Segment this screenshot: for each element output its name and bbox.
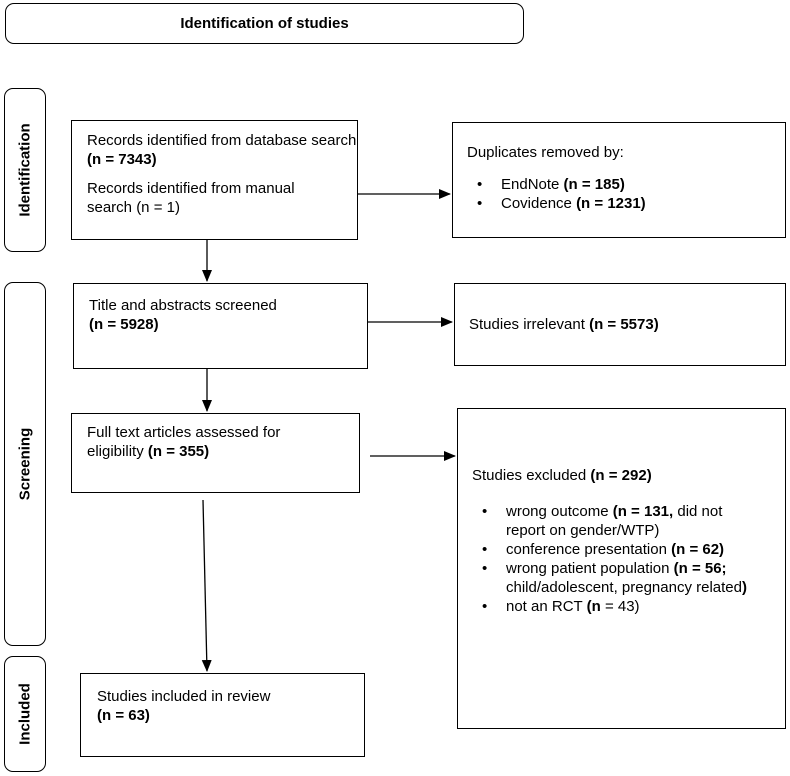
list-item: wrong patient population (n = 56; child/…: [472, 559, 765, 597]
included-count: (n = 63): [97, 707, 150, 724]
irrelevant-count: (n = 5573): [589, 316, 659, 333]
screened-box: Title and abstracts screened (n = 5928): [73, 283, 368, 369]
excluded-title: Studies excluded (n = 292): [472, 466, 765, 485]
diagram-title: Identification of studies: [5, 3, 524, 44]
phase-included: Included: [4, 656, 46, 772]
list-item: wrong outcome (n = 131, did not report o…: [472, 502, 765, 540]
diagram-title-text: Identification of studies: [180, 15, 349, 32]
list-item: Covidence (n = 1231): [467, 194, 785, 213]
irrelevant-text: Studies irrelevant: [469, 316, 585, 333]
excluded-box: Studies excluded (n = 292) wrong outcome…: [457, 408, 786, 729]
irrelevant-box: Studies irrelevant (n = 5573): [454, 283, 786, 366]
fulltext-box: Full text articles assessed for eligibil…: [71, 413, 360, 493]
duplicates-box: Duplicates removed by: EndNote (n = 185)…: [452, 122, 786, 238]
list-item: conference presentation (n = 62): [472, 540, 765, 559]
list-item: EndNote (n = 185): [467, 175, 785, 194]
excluded-title-text: Studies excluded: [472, 467, 587, 484]
phase-screening: Screening: [4, 282, 46, 646]
arrow-to-included: [201, 499, 212, 672]
records-db: Records identified from database search …: [87, 131, 357, 169]
included-box: Studies included in review (n = 63): [80, 673, 365, 757]
records-db-count: (n = 7343): [87, 151, 157, 168]
records-manual: Records identified from manual search (n…: [87, 180, 295, 216]
duplicates-list: EndNote (n = 185) Covidence (n = 1231): [467, 175, 785, 213]
included-text: Studies included in review: [97, 688, 271, 705]
records-identified-box: Records identified from database search …: [71, 120, 358, 240]
list-item: not an RCT (n = 43): [472, 597, 765, 616]
excluded-count: (n = 292): [590, 467, 652, 484]
screened-count: (n = 5928): [89, 316, 159, 333]
screened-text: Title and abstracts screened: [89, 297, 277, 314]
records-db-text: Records identified from database search: [87, 132, 357, 149]
fulltext-text: Full text articles assessed for eligibil…: [87, 424, 281, 460]
duplicates-title: Duplicates removed by:: [467, 144, 624, 161]
fulltext-count: (n = 355): [147, 443, 210, 460]
excluded-list: wrong outcome (n = 131, did not report o…: [472, 502, 765, 616]
phase-identification: Identification: [4, 88, 46, 252]
